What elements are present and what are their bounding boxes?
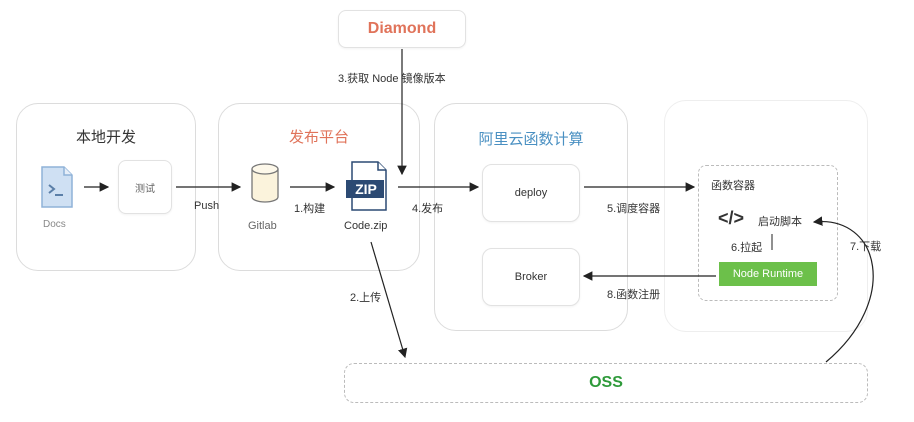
edge-build-label: 1.构建 bbox=[294, 203, 326, 215]
docs-label: Docs bbox=[43, 219, 66, 230]
gitlab-label: Gitlab bbox=[248, 220, 277, 232]
zip-file-icon: ZIP bbox=[344, 160, 390, 212]
node-runtime-label: Node Runtime bbox=[732, 268, 804, 280]
oss-label: OSS bbox=[589, 374, 623, 391]
test-box: 测试 bbox=[118, 160, 172, 214]
edge-download-label: 7.下载 bbox=[850, 241, 882, 253]
start-script-label: 启动脚本 bbox=[758, 216, 802, 228]
deploy-box: deploy bbox=[482, 164, 580, 222]
publish-platform-title: 发布平台 bbox=[288, 129, 349, 146]
edge-upload-label: 2.上传 bbox=[350, 292, 382, 304]
diamond-node: Diamond bbox=[338, 10, 466, 48]
zip-text: ZIP bbox=[355, 181, 377, 197]
code-icon: </> bbox=[718, 208, 745, 228]
edge-publish-label: 4.发布 bbox=[412, 203, 444, 215]
edge-push-label: Push bbox=[194, 200, 220, 212]
edge-get-version-label: 3.获取 Node 镜像版本 bbox=[338, 73, 446, 85]
broker-box: Broker bbox=[482, 248, 580, 306]
diamond-label: Diamond bbox=[367, 20, 437, 37]
deploy-label: deploy bbox=[514, 187, 548, 199]
oss-storage: OSS bbox=[344, 363, 868, 403]
gitlab-database-icon bbox=[250, 162, 280, 204]
node-runtime-box: Node Runtime bbox=[719, 262, 817, 286]
docs-file-icon bbox=[40, 165, 74, 209]
codezip-label: Code.zip bbox=[344, 220, 388, 232]
local-dev-title: 本地开发 bbox=[75, 129, 136, 146]
pull-up-label: 6.拉起 bbox=[731, 242, 763, 254]
edge-register-label: 8.函数注册 bbox=[607, 289, 661, 301]
test-label: 测试 bbox=[135, 183, 155, 195]
edge-schedule-label: 5.调度容器 bbox=[607, 203, 661, 215]
function-compute-title: 阿里云函数计算 bbox=[478, 131, 584, 148]
broker-label: Broker bbox=[514, 271, 548, 283]
function-container-title: 函数容器 bbox=[711, 180, 755, 192]
